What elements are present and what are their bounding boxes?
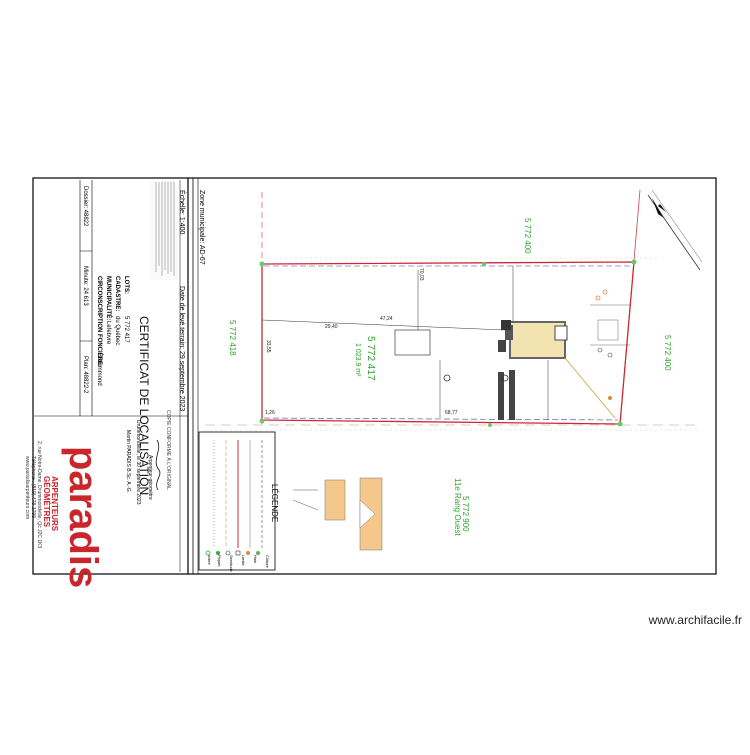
municipality-label: MUNICIPALITÉ: <box>105 276 113 320</box>
signer-role: Arpenteur-géomètre <box>147 455 153 500</box>
cadastre-value: du Québec <box>114 316 120 345</box>
municipality-value: Lefebvre <box>105 321 111 345</box>
copy-note: COPIE CONFORME À L'ORIGINAL <box>165 410 172 490</box>
scale-label: Échelle: 1:400 <box>178 190 187 234</box>
shed <box>394 329 431 356</box>
driveway-strip-2 <box>509 370 515 420</box>
dim-west: 33,55 <box>265 340 271 353</box>
survey-date: Date de levé terrain: 29 septembre 2023 <box>178 286 185 411</box>
survey-markers <box>259 259 637 427</box>
detail-sketch <box>292 477 383 551</box>
marker-sw <box>259 418 265 424</box>
legend-item-limit: Limite <box>241 555 246 566</box>
minute-number: Minute: 24 613 <box>82 266 88 306</box>
signer-name: Martin PARADIS B.Sc. A.-G. <box>125 430 131 493</box>
outer-frame <box>32 177 717 575</box>
legend-item-fence: Clôture <box>265 555 270 569</box>
legend-item-hedge: Haie <box>253 555 258 564</box>
dim-building-offset: 47,24 <box>380 316 393 322</box>
dim-north: 70,03 <box>418 268 424 281</box>
north-arrow-icon <box>647 189 703 271</box>
road-name: 11e Rang Ouest <box>453 478 462 536</box>
dim-west-offset: 29,40 <box>325 324 338 330</box>
land-registry-value: Drummond <box>96 356 102 386</box>
plan-number: Plan: 48822-2 <box>82 356 88 394</box>
land-registry-label: CIRCONSCRIPTION FONCIÈRE: <box>96 276 104 367</box>
firm-subtitle-1: ARPENTEURS <box>50 476 59 532</box>
building <box>498 320 568 359</box>
file-number: Dossier: 48822 <box>82 186 88 227</box>
dim-south: 68,77 <box>445 410 458 416</box>
lot-boundary <box>261 261 635 425</box>
firm-logo: paradis <box>61 446 105 588</box>
firm-subtitle-2: GÉOMÈTRES <box>42 476 51 528</box>
cadastre-label: CADASTRE: <box>114 276 120 311</box>
driveway-strip-1 <box>498 372 504 420</box>
firm-phone: Téléphone : (819) 478-1799 <box>30 456 36 518</box>
lot-value: 5 772 417 <box>123 316 129 343</box>
lot-label: LOTS: <box>123 276 129 294</box>
lot-west-label: 5 772 418 <box>228 320 237 356</box>
legend-box: LÉGENDE Clôture Haie Limite Servitude Pi… <box>198 431 279 573</box>
dim-corner: 1,26 <box>265 410 275 416</box>
title-block: paradis ARPENTEURS GÉOMÈTRES 2, rue Notr… <box>24 180 189 588</box>
legend-item-tree: Arbre <box>207 555 212 566</box>
zone-label: Zone municipale: AD-67 <box>198 190 205 265</box>
legend-item-servitude: Servitude <box>229 555 234 573</box>
signature-date: Drummondville, le 30 septembre 2023 <box>135 420 141 505</box>
marker-se <box>617 421 623 427</box>
legend-item-stake: Piquet <box>217 555 222 567</box>
servitude-line <box>564 357 616 419</box>
signature-block: COPIE CONFORME À L'ORIGINAL Arpenteur-gé… <box>125 410 172 505</box>
dimension-lines <box>261 266 549 420</box>
marker-ne <box>631 259 637 265</box>
main-lot-area: 1 023.9 m² <box>354 343 361 377</box>
lot-north-label: 5 772 400 <box>523 218 532 254</box>
lot-south-label: 5 772 900 <box>461 496 470 532</box>
watermark-text[interactable]: www.archifacile.fr <box>648 613 742 627</box>
signature-scribble <box>155 439 161 491</box>
main-lot-number: 5 772 417 <box>365 336 376 381</box>
firm-address: 2, rue Notre-Dame, Drummondville, Qc J2C… <box>36 441 42 548</box>
certificate-title: CERTIFICAT DE LOCALISATION <box>137 316 151 495</box>
legend-title: LÉGENDE <box>270 484 279 522</box>
firm-website: www.paradisarpenteurs.com <box>24 456 30 519</box>
marker-nw <box>259 261 265 267</box>
lot-east-label: 5 772 400 <box>663 335 672 371</box>
notes-fine-print <box>150 180 178 280</box>
